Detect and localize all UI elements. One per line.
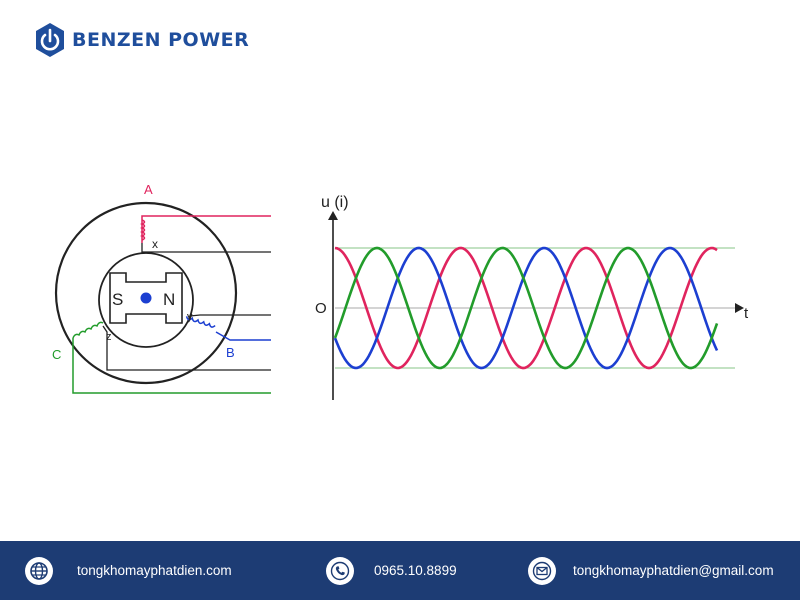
phase-b-return-wire [189,314,271,317]
phase-c-wave [333,246,719,370]
rotor-north-label: N [163,290,175,309]
phase-c-return-wire [102,325,271,371]
brand-logo: BENZEN POWER [34,22,249,58]
phase-b-wave [333,246,719,370]
phase-c-wire [72,338,271,394]
rotor-axle [140,292,152,304]
three-phase-waveform-chart: u (i) O t [315,194,749,400]
phase-b-coil [185,316,216,328]
phase-c-coil [72,321,104,339]
contact-footer: tongkhomayphatdien.com 0965.10.8899 tong… [0,541,800,600]
phase-c-label: C [52,347,61,362]
phase-b-label: B [226,345,235,360]
rotor-magnet [109,272,183,324]
phase-a-label: A [144,182,153,197]
footer-website[interactable]: tongkhomayphatdien.com [25,541,232,600]
phase-a-return-wire [141,243,271,253]
generator-diagram: S N A x B y C z u (i) O t [52,182,749,400]
rotor-south-label: S [112,290,123,309]
footer-email[interactable]: tongkhomayphatdien@gmail.com [528,541,774,600]
stator-outer-circle [54,201,238,385]
phone-icon [326,556,354,585]
phase-a-wave [334,246,718,370]
terminal-x-label: x [152,237,158,251]
value-axis-arrow [328,211,338,220]
email-text: tongkhomayphatdien@gmail.com [573,563,774,578]
power-hexagon-icon [36,23,64,57]
globe-icon [25,556,53,585]
terminal-z-label: z [106,331,112,343]
rotor-circle [98,252,194,348]
origin-label: O [315,300,327,317]
phase-a-coil [139,219,146,241]
phone-text: 0965.10.8899 [374,563,457,578]
time-axis-arrow [735,303,744,313]
brand-name: BENZEN POWER [72,29,250,51]
x-axis-label: t [744,305,749,322]
mail-icon [528,556,556,585]
terminal-y-label: y [187,311,193,323]
footer-phone[interactable]: 0965.10.8899 [326,541,457,600]
phase-b-wire [215,331,271,341]
y-axis-label: u (i) [321,194,349,211]
phase-a-wire [141,215,271,243]
website-text: tongkhomayphatdien.com [77,563,232,578]
